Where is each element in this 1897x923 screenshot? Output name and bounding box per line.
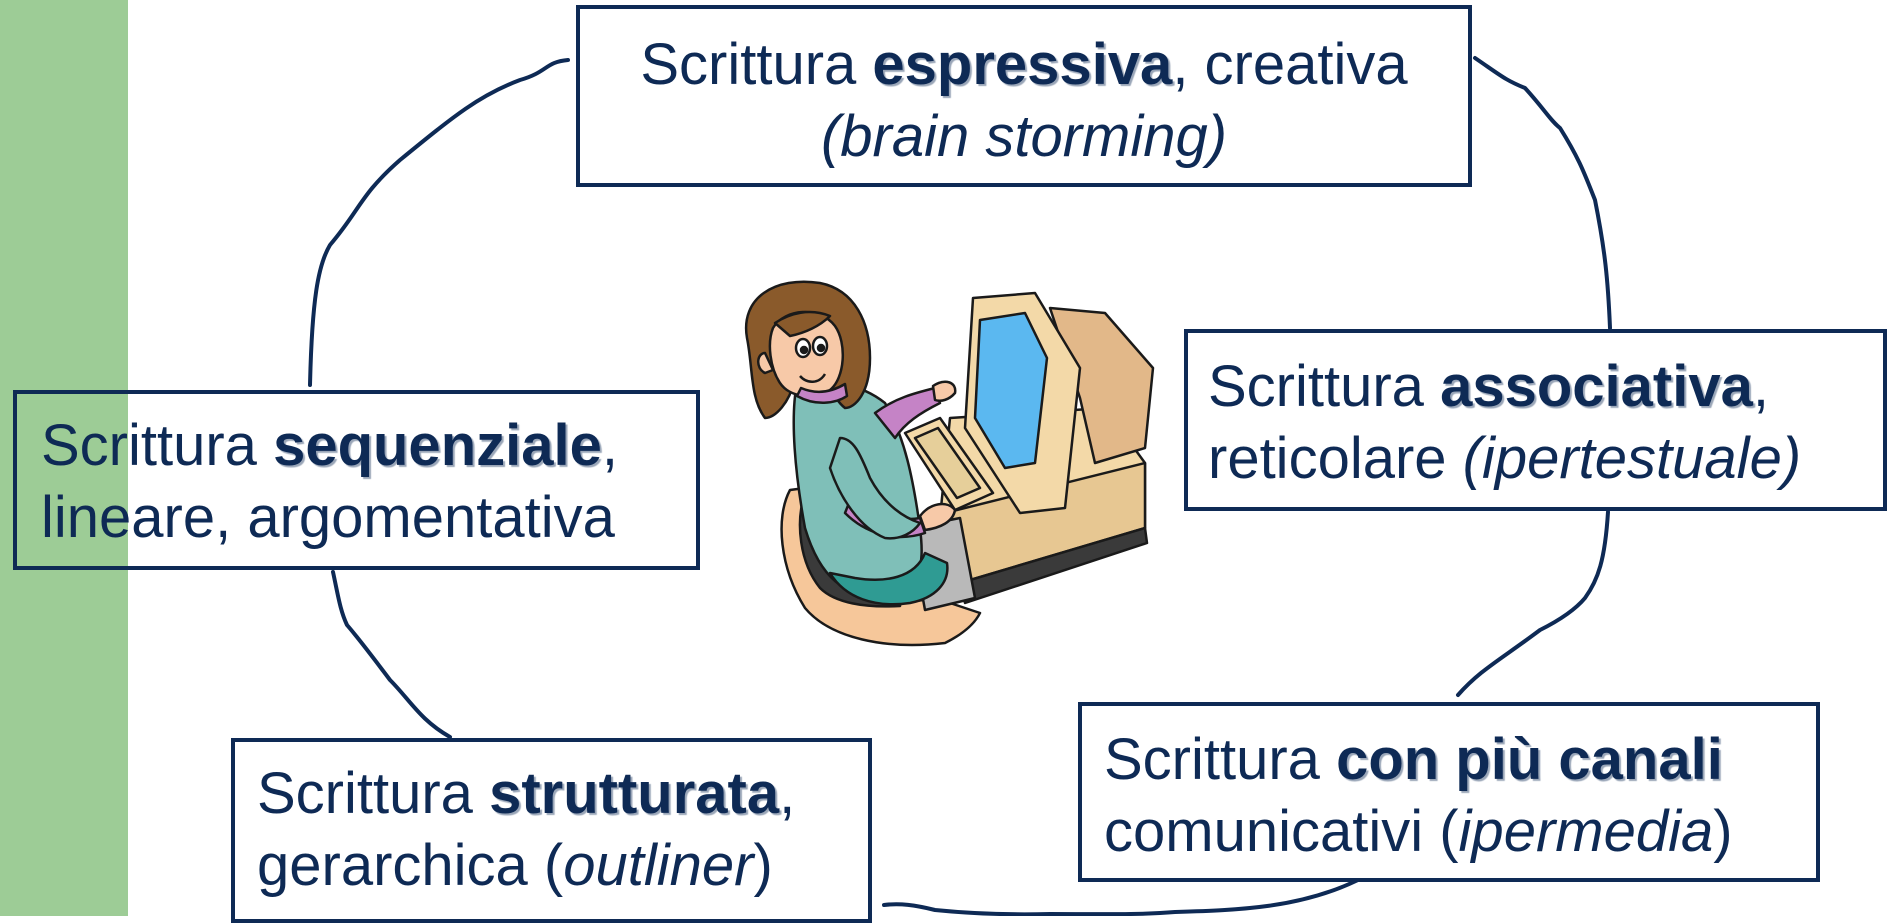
node-associativa: Scrittura associativa, reticolare (ipert… xyxy=(1184,329,1887,511)
node-strutturata: Scrittura strutturata, gerarchica (outli… xyxy=(231,738,872,923)
node-sequenziale-line1: Scrittura sequenziale, xyxy=(41,413,618,478)
node-piu-canali-line2: comunicativi (ipermedia) xyxy=(1104,799,1733,864)
node-associativa-line1: Scrittura associativa, xyxy=(1208,354,1769,419)
node-associativa-line2: reticolare (ipertestuale) xyxy=(1208,426,1802,491)
node-sequenziale-line2: lineare, argomentativa xyxy=(41,485,615,550)
connector-right-bottom xyxy=(1456,510,1610,697)
node-espressiva: Scrittura espressiva, creativa (brain st… xyxy=(576,5,1472,187)
connector-top-left xyxy=(308,58,570,387)
node-sequenziale: Scrittura sequenziale, lineare, argoment… xyxy=(13,390,700,570)
node-piu-canali-line1: Scrittura con più canali xyxy=(1104,727,1723,792)
node-strutturata-line2: gerarchica (outliner) xyxy=(257,833,773,898)
connector-left-bottom xyxy=(331,570,452,739)
person-at-computer-icon xyxy=(744,280,1155,647)
node-espressiva-line2: (brain storming) xyxy=(820,104,1228,169)
connector-top-right xyxy=(1473,56,1612,330)
node-piu-canali: Scrittura con più canali comunicativi (i… xyxy=(1078,702,1820,882)
side-accent-bar xyxy=(0,0,128,916)
node-espressiva-line1: Scrittura espressiva, creativa xyxy=(640,32,1408,97)
connector-bottom xyxy=(882,878,1360,916)
node-strutturata-line1: Scrittura strutturata, xyxy=(257,761,796,826)
